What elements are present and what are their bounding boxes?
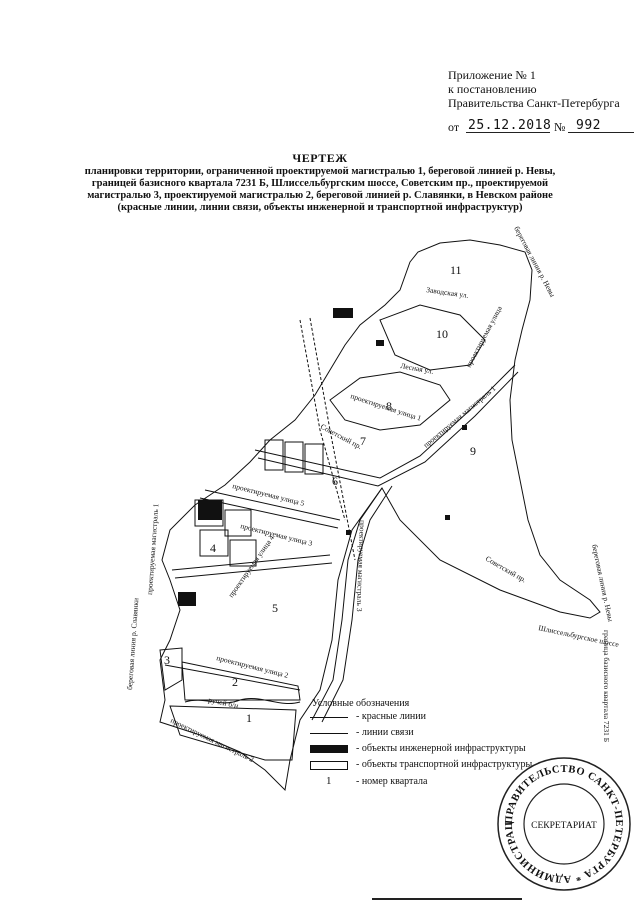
label-zavodskaya: Заводская ул. [426,285,469,300]
number-underline [568,132,634,133]
eng-object-3 [178,592,196,606]
label-sovetsky-1: Советский пр. [319,422,363,451]
number-sign: № [554,120,566,134]
title-line-4: (красные линии, линии связи, объекты инж… [117,202,523,213]
engineering-objects [178,308,467,606]
road-proj-street-2 [164,664,301,691]
label-bereg-neva-right: береговая линия р. Невы [590,544,615,623]
label-proj-street-side: проектируемая улица [464,304,504,369]
official-stamp: ПРАВИТЕЛЬСТВО САНКТ-ПЕТЕРБУРГА * АДМИНИС… [494,754,631,891]
decree-date: 25.12.2018 [468,118,552,133]
legend-swatch-comm-lines [310,733,348,734]
legend-label-block-number: - номер квартала [356,776,428,787]
road-magistral-3 [311,487,383,721]
stamp-ring-text: ПРАВИТЕЛЬСТВО САНКТ-ПЕТЕРБУРГА * АДМИНИС… [494,754,624,884]
block-8-outline [329,371,451,431]
title-line-3: магистралью 3, проектируемой магистралью… [87,190,553,201]
legend-label-comm-lines: - линии связи [356,727,414,738]
label-proj-mag-1: проектируемая магистраль 1 [422,384,498,450]
block-4-cell-2 [224,509,252,537]
label-sovetsky-2: Советский пр. [484,554,528,585]
comm-line-1 [299,319,346,521]
eng-object-2 [198,500,222,520]
block-number-11: 11 [450,263,462,277]
label-bereg-neva-top: береговая линия р. Невы [512,225,557,299]
road-sovetsky-edge [257,371,519,487]
block-number-7: 7 [360,434,366,448]
label-proj-mag-1-left: проектируемая магистраль 1 [145,503,160,595]
header-line-1: Приложение № 1 [448,68,536,82]
legend-symbol-block-number: 1 [326,775,332,787]
decree-number: 992 [576,118,601,133]
label-proj-street-1: проектируемая улица 1 [349,391,422,422]
label-proj-mag-2: проектируемая магистраль 2 [169,716,255,764]
eng-object-1 [333,308,353,318]
block-number-2: 2 [232,675,238,689]
title-line-2: границей базисного квартала 7231 Б, Шлис… [91,178,549,189]
legend: Условные обозначения - красные линии - л… [300,698,570,798]
legend-title: Условные обозначения [312,698,410,709]
block-6-cell-3 [304,443,324,475]
block-number-1: 1 [246,711,252,725]
eng-object-4 [376,340,384,346]
block-6-cell-2 [284,441,304,473]
block-4-cell-3 [199,529,229,557]
block-number-8: 8 [386,399,392,413]
block-number-9: 9 [470,444,476,458]
road-proj-street-5 [204,489,341,521]
road-sovetsky [254,364,516,479]
road-proj-street-3 [171,554,331,571]
legend-swatch-transport [310,761,348,770]
eng-object-7 [346,530,351,535]
stamp-center: СЕКРЕТАРИАТ [531,821,597,831]
road-magistral-3-edge [321,485,393,723]
territory-boundary [159,239,601,792]
block-number-5: 5 [272,601,278,615]
road-proj-street-3-edge [174,562,333,579]
legend-label-red-lines: - красные линии [356,711,426,722]
label-granica: граница базисного квартала 7231 Б [602,630,611,742]
block-1-outline [169,705,297,761]
header-line-2: к постановлению [448,82,537,96]
block-number-10: 10 [436,327,448,341]
block-3-outline [159,647,183,691]
block-number-3: 3 [164,653,170,667]
eng-object-6 [445,515,450,520]
block-number-6: 6 [332,474,338,488]
eng-object-5 [462,425,467,430]
stream-wave [184,698,301,704]
legend-swatch-engineering [310,745,348,753]
block-number-4: 4 [210,541,216,555]
comm-line-2 [309,317,356,561]
drawing-title: ЧЕРТЕЖ [292,151,348,165]
block-10-outline [379,304,486,371]
block-2-outline [181,661,301,701]
legend-label-transport: - объекты транспортной инфраструктуры [356,759,533,770]
label-proj-mag-3: проектируемая магистраль 3 [355,520,367,612]
label-proj-street-2: проектируемая улица 2 [216,653,290,680]
title-line-1: планировки территории, ограниченной прое… [84,166,556,177]
date-underline [466,132,550,133]
label-bereg-slavyanka: береговая линия р. Славянки [125,598,140,691]
legend-label-engineering: - объекты инженерной инфраструктуры [356,743,526,754]
block-6-cell-1 [264,439,284,471]
signature-line [372,898,522,900]
legend-swatch-red-lines [310,717,348,718]
header-line-3: Правительства Санкт-Петербурга [448,96,620,110]
block-4-cell-4 [229,539,257,567]
from-prefix: от [448,120,460,134]
decree-date-number: от 25.12.2018 № 992 [448,118,638,136]
